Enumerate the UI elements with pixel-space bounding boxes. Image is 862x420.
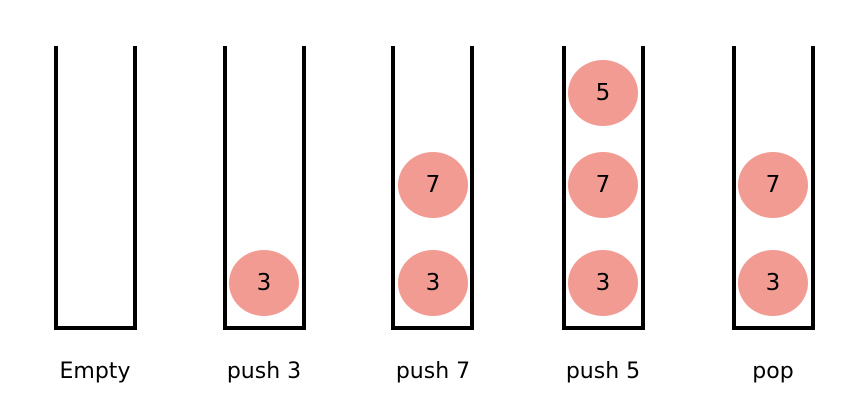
- stack-item: 3: [738, 250, 808, 316]
- stack-caption: push 3: [226, 359, 302, 384]
- stack-item: 3: [568, 250, 638, 316]
- stack-item: 7: [738, 152, 808, 218]
- stack-container: [732, 46, 815, 330]
- stack-item: 7: [568, 152, 638, 218]
- stack-item: 3: [229, 250, 299, 316]
- stack-container: [391, 46, 474, 330]
- stack-caption: Empty: [59, 359, 131, 384]
- stack-item: 7: [398, 152, 468, 218]
- stack-container: [54, 46, 137, 330]
- stack-caption: push 5: [565, 359, 641, 384]
- stack-container: [223, 46, 306, 330]
- stack-caption: push 7: [395, 359, 471, 384]
- stack-item: 5: [568, 60, 638, 126]
- stack-container: [562, 46, 645, 330]
- stack-caption: pop: [752, 359, 794, 384]
- stack-item: 3: [398, 250, 468, 316]
